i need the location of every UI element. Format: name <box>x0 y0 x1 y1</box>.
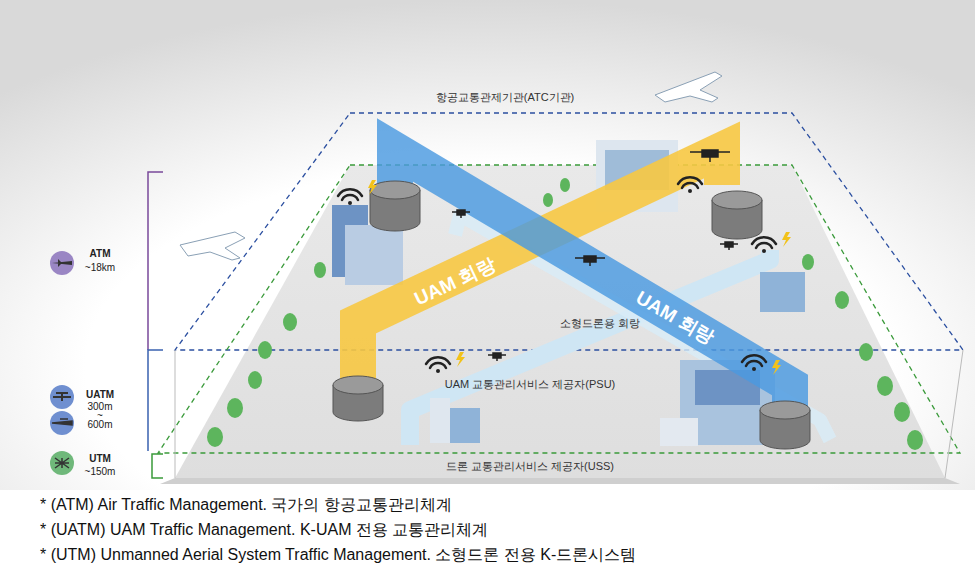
provider-label: 드론 교통관리서비스 제공자(USS) <box>446 460 614 473</box>
altitude-value: ~18km <box>85 262 115 274</box>
layer-name: ATM <box>90 248 111 260</box>
footnote: * (UTM) Unmanned Aerial System Traffic M… <box>40 546 636 564</box>
provider-label: UAM 교통관리서비스 제공자(PSU) <box>445 378 616 391</box>
footnote: * (UATM) UAM Traffic Management. K-UAM 전… <box>40 521 488 539</box>
altitude-value: ~150m <box>85 466 116 478</box>
altitude-value: 600m <box>87 419 112 431</box>
corridor-label: 소형드론용 회랑 <box>560 317 640 330</box>
layer-name: UTM <box>89 453 111 465</box>
authority-label: 항공교통관제기관(ATC기관) <box>436 91 575 104</box>
footnote: * (ATM) Air Traffic Management. 국가의 항공교통… <box>40 496 452 514</box>
layer-name: UATM <box>86 389 114 401</box>
